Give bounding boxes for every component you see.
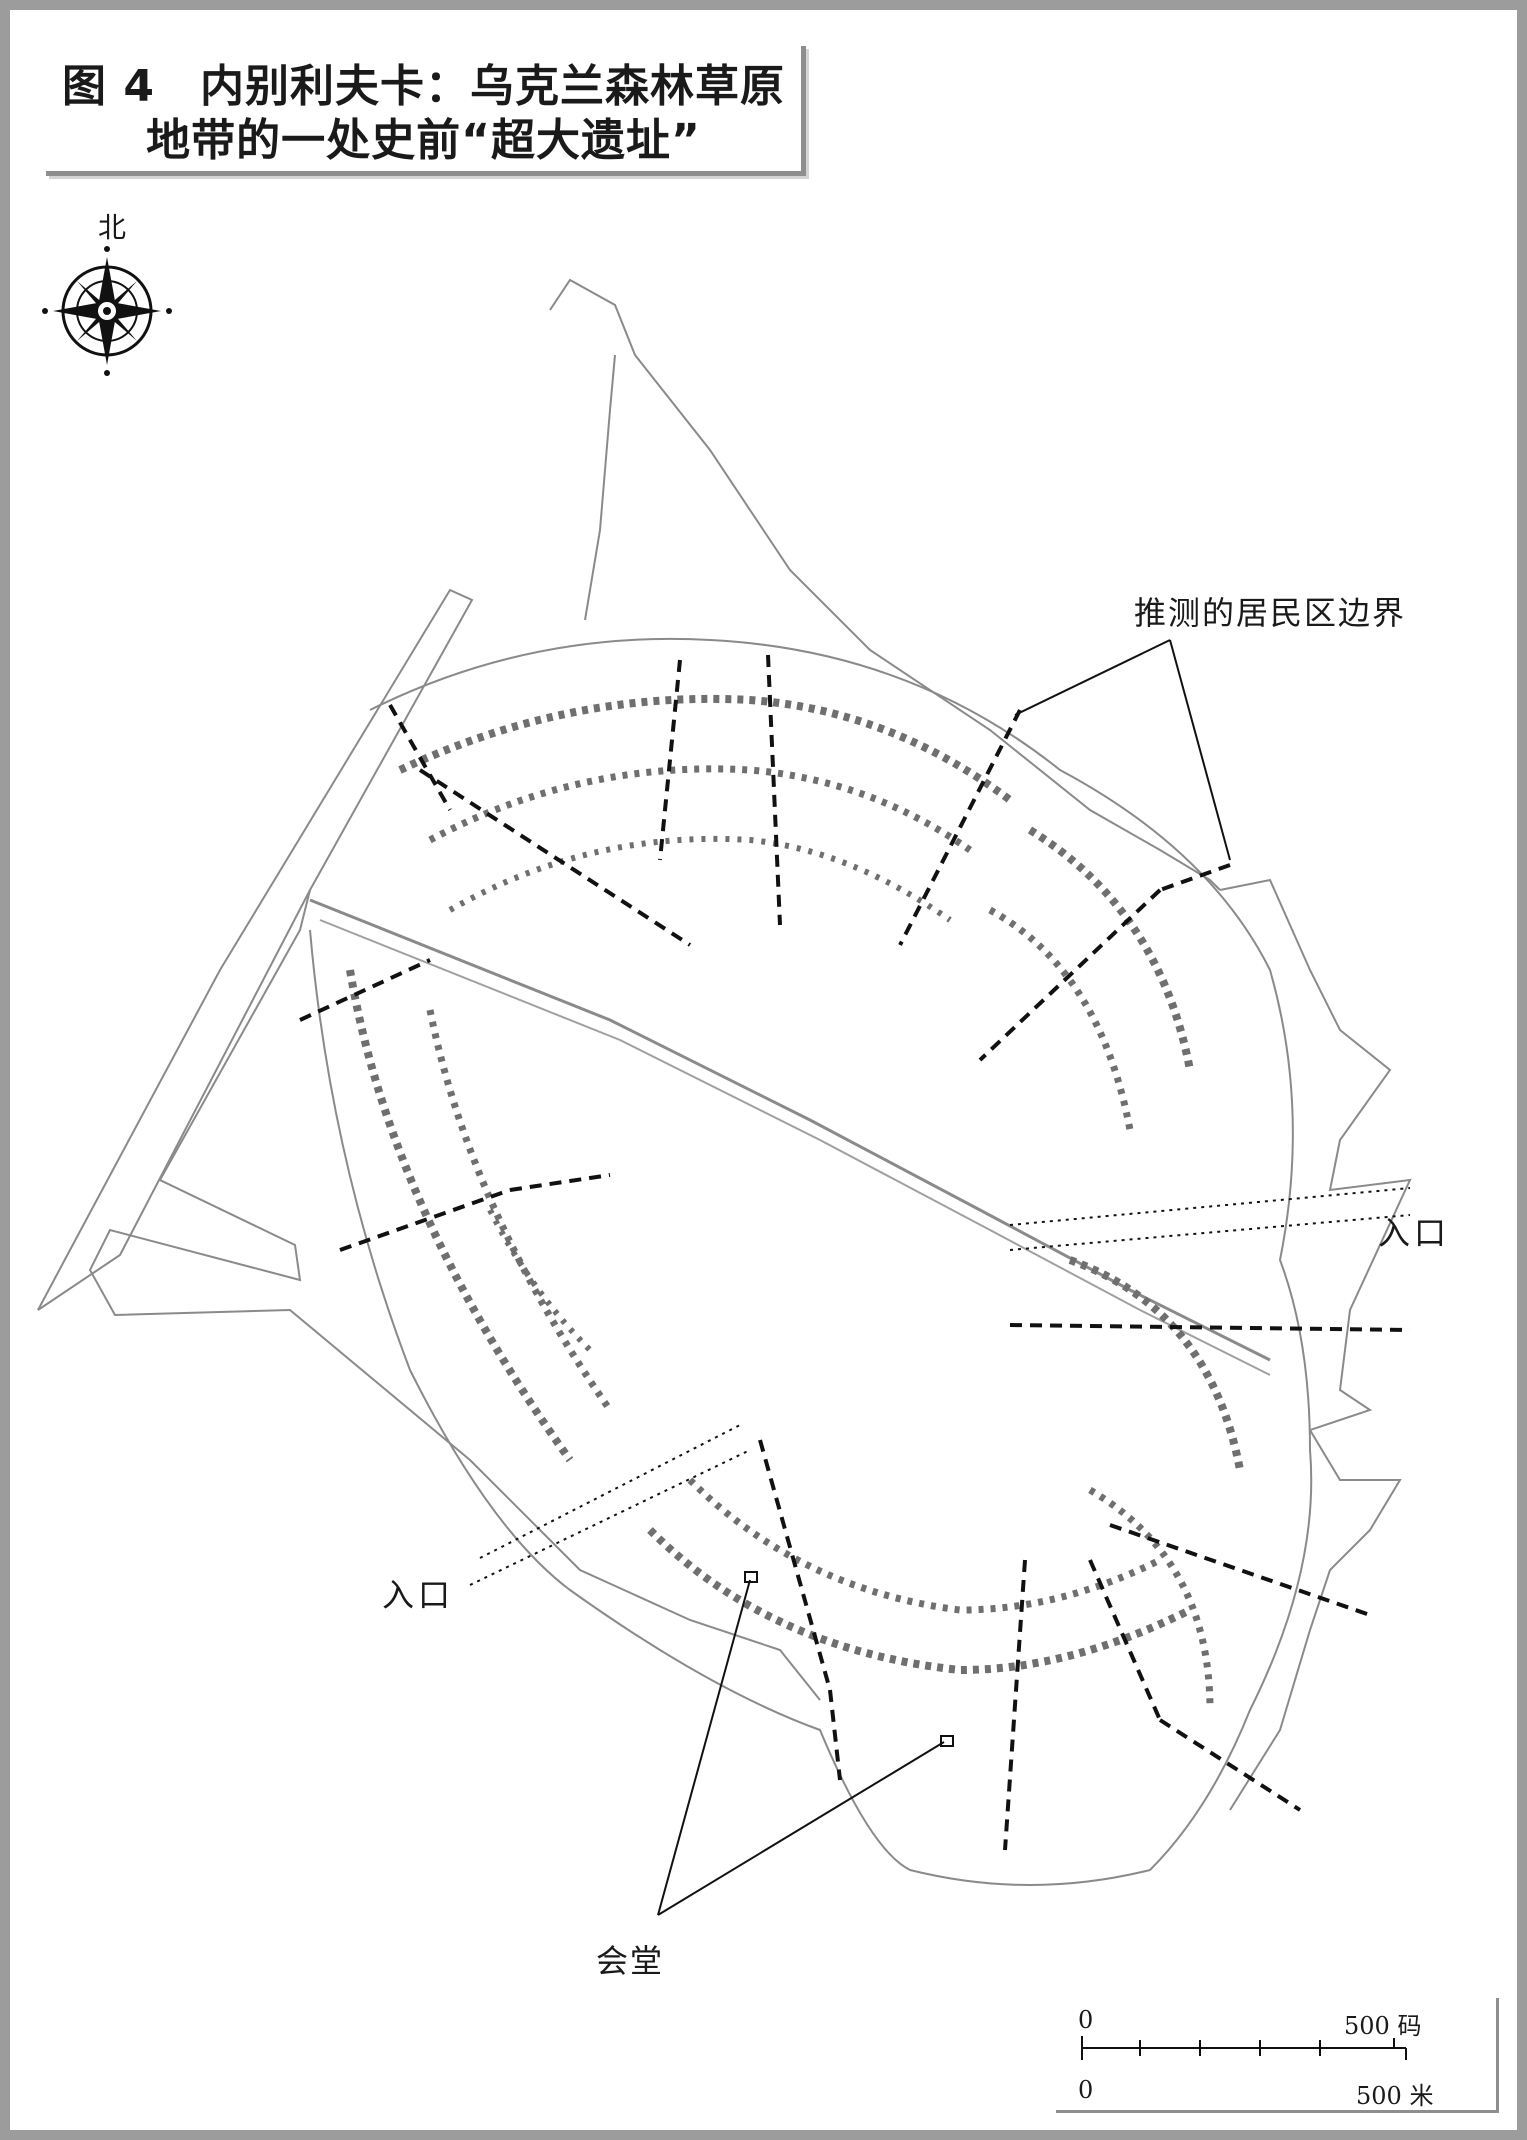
- figure-title-line-2: 地带的一处史前“超大遗址”: [146, 115, 701, 166]
- neighborhood-boundaries: [299, 654, 1411, 1851]
- scale-yards-max: 500 码: [1344, 2012, 1422, 2040]
- scale-meters-max: 500 米: [1356, 2082, 1434, 2110]
- house-cluster-east: [988, 826, 1244, 1711]
- west-field-outline: [88, 889, 821, 1701]
- scale-box: 0 500 码 0 500 米: [1056, 1998, 1499, 2113]
- figure-title-line-1: 图 4 内别利夫卡：乌克兰森林草原: [62, 61, 785, 112]
- central-road-edge: [319, 919, 1271, 1376]
- north-label: 北: [98, 211, 127, 244]
- scale-meters-zero: 0: [1078, 2076, 1094, 2104]
- house-cluster-north: [398, 694, 1013, 923]
- north-field-outline: [549, 278, 1221, 891]
- house-cluster-south: [647, 1477, 1192, 1675]
- scale-yards-zero: 0: [1078, 2006, 1094, 2034]
- meeting-hall-marker-south: [940, 1735, 954, 1747]
- meeting-hall-label: 会堂: [596, 1942, 665, 1980]
- central-road: [309, 898, 1271, 1362]
- entrance-paths: [469, 1187, 1411, 1586]
- meeting-hall-marker-west: [744, 1571, 758, 1583]
- west-strip-outline: [37, 588, 474, 1311]
- settlement-map: [37, 246, 1412, 2060]
- meeting-hall-leaders: [657, 1579, 945, 1916]
- scale-bar: [1081, 2036, 1407, 2060]
- figure-title-box: 图 4 内别利夫卡：乌克兰森林草原 地带的一处史前“超大遗址”: [46, 46, 806, 176]
- settlement-outline: [309, 637, 1313, 1886]
- boundary-label: 推测的居民区边界: [1134, 594, 1407, 632]
- compass-rose-icon: [42, 246, 172, 376]
- entrance-label-west: 入口: [382, 1576, 455, 1614]
- boundary-leader: [1014, 639, 1231, 861]
- north-field-inner-edge: [584, 354, 616, 621]
- house-cluster-west: [346, 969, 613, 1463]
- east-annex-outline: [1219, 878, 1412, 1811]
- entrance-label-east: 入口: [1378, 1214, 1451, 1252]
